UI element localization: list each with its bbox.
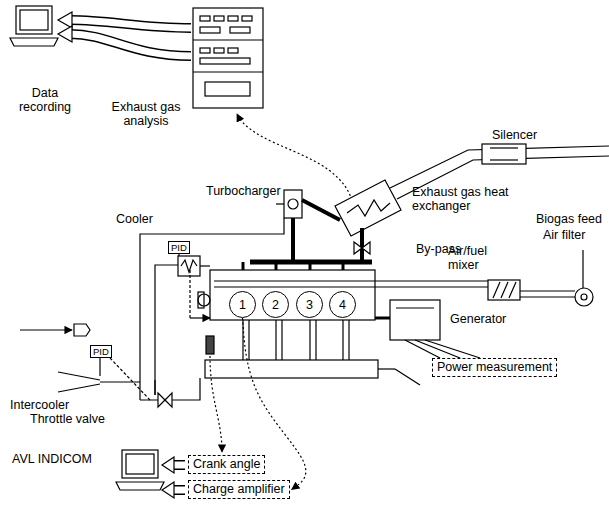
- part-label: Air/fuel mixer: [448, 244, 508, 272]
- measurement-box: Power measurement: [432, 358, 557, 377]
- part-label: Generator: [450, 312, 506, 326]
- caption-label: Data recording: [12, 86, 78, 114]
- bypass-valve: [354, 242, 370, 254]
- node-text: Power measurement: [437, 360, 552, 375]
- mixer-symbol: [488, 280, 520, 300]
- part-label: Biogas feed: [536, 212, 602, 226]
- part-label: Turbocharger: [206, 184, 281, 198]
- part-label: Silencer: [492, 128, 537, 142]
- node-text: 3: [306, 298, 313, 312]
- charge-air-circuit: [20, 218, 284, 407]
- data-flow-arrow: [162, 457, 186, 498]
- cylinder-circle: 4: [329, 291, 356, 318]
- signal-line: [210, 356, 222, 452]
- part-label: Intercooler: [10, 398, 69, 412]
- crank-sensor: [206, 336, 214, 354]
- controller-box: PID: [90, 345, 112, 358]
- part-label: Cooler: [116, 212, 153, 226]
- cylinder-circle: 3: [296, 291, 323, 318]
- node-text: PID: [93, 346, 109, 357]
- heat-exchanger-symbol: [335, 180, 401, 236]
- node-text: Charge amplifier: [193, 482, 285, 497]
- cooler-symbol: [178, 256, 200, 276]
- node-text: 4: [339, 298, 346, 312]
- exhaust-manifold: [243, 218, 372, 270]
- throttle-valve-symbol: [158, 393, 172, 407]
- signal-box: Charge amplifier: [188, 480, 290, 499]
- part-label: Throttle valve: [30, 412, 105, 426]
- computer-icon: [116, 450, 164, 490]
- silencer-symbol: [482, 144, 526, 164]
- part-label: Exhaust gas heat exchanger: [412, 185, 516, 213]
- caption-label: Exhaust gas analysis: [98, 100, 194, 128]
- generator-symbol: [375, 300, 480, 358]
- node-text: 1: [239, 298, 246, 312]
- node-text: PID: [171, 242, 187, 253]
- controller-box: PID: [168, 241, 190, 254]
- cylinder-circle: 2: [262, 291, 289, 318]
- gas-analyser-cabinet: [193, 8, 263, 108]
- part-label: Air filter: [543, 228, 585, 242]
- computer-icon: [10, 6, 58, 46]
- signal-box: Crank angle: [188, 455, 265, 474]
- air-filter-symbol: [575, 288, 593, 306]
- cylinder-circle: 1: [229, 291, 256, 318]
- data-flow-arrow: [58, 12, 192, 56]
- software-label: AVL INDICOM: [12, 452, 92, 466]
- node-text: Crank angle: [193, 457, 260, 472]
- node-text: 2: [272, 298, 279, 312]
